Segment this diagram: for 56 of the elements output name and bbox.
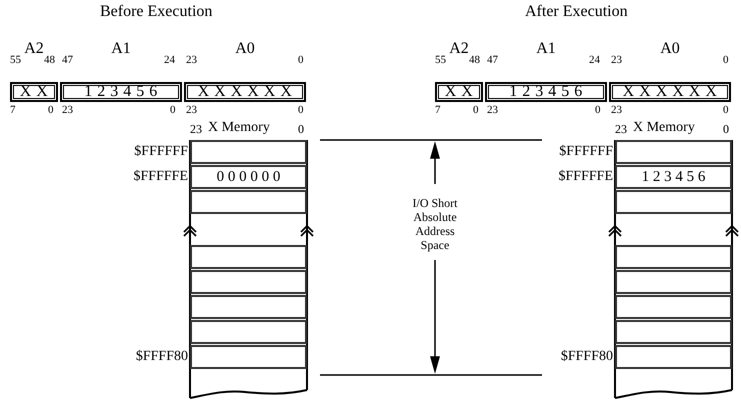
memory-cell: [615, 295, 732, 319]
bit-number: 0: [298, 123, 304, 135]
register-name: A2: [23, 40, 44, 58]
register-name: A1: [535, 40, 557, 58]
cell-value: 1 2 3 4 5 6: [642, 168, 706, 186]
bit-number: 0: [723, 123, 729, 135]
memory-cell: [190, 245, 307, 269]
bit-number: 48: [469, 55, 480, 66]
memory-cell: [615, 270, 732, 294]
bit-number: 0: [48, 105, 54, 116]
bit-number: 0: [298, 55, 304, 66]
bit-number: 7: [435, 105, 440, 116]
bit-number: 23: [487, 105, 498, 116]
cell-value: 0 0 0 0 0 0: [216, 168, 280, 186]
bit-number: 24: [589, 55, 600, 66]
bit-number: 23: [190, 123, 202, 135]
bit-number: 0: [298, 105, 304, 116]
bit-number: 23: [186, 105, 197, 116]
register-name: A2: [448, 40, 469, 58]
bit-number: 55: [435, 55, 446, 66]
bit-number: 0: [170, 105, 176, 116]
address-label: $FFFF80: [136, 348, 188, 366]
panel-title: Before Execution: [100, 4, 212, 20]
address-label: $FFFFFF: [134, 143, 188, 161]
register-name: A1: [110, 40, 132, 58]
memory-cell: [190, 270, 307, 294]
register-name: A0: [659, 40, 681, 58]
bit-number: 0: [723, 105, 728, 116]
memory-header: X Memory: [633, 121, 695, 135]
address-label: $FFFFFF: [559, 143, 613, 161]
bit-number: 23: [615, 123, 627, 135]
bit-number: 24: [164, 55, 175, 66]
bit-number: 47: [62, 55, 73, 66]
memory-cell: [615, 320, 732, 344]
address-label: $FFFF80: [560, 348, 613, 366]
bit-number: 0: [723, 55, 728, 66]
panel-title: After Execution: [525, 4, 628, 20]
address-label: $FFFFFE: [558, 168, 613, 186]
bit-number: 23: [62, 105, 73, 116]
address-label: $FFFFFE: [134, 168, 188, 186]
bit-number: 23: [611, 55, 622, 66]
bit-number: 55: [10, 55, 21, 66]
bit-number: 47: [487, 55, 498, 66]
bit-number: 7: [10, 105, 16, 116]
bit-number: 0: [595, 105, 600, 116]
memory-cell: [190, 295, 307, 319]
bit-number: 48: [44, 55, 55, 66]
bit-number: 23: [186, 55, 197, 66]
memory-cell: [615, 190, 732, 214]
memory-cell: [615, 245, 732, 269]
bit-number: 0: [473, 105, 478, 116]
memory-cell: [190, 190, 307, 214]
register-name: A0: [234, 40, 256, 58]
memory-header: X Memory: [208, 121, 270, 135]
memory-cell: [190, 320, 307, 344]
bit-number: 23: [611, 105, 622, 116]
